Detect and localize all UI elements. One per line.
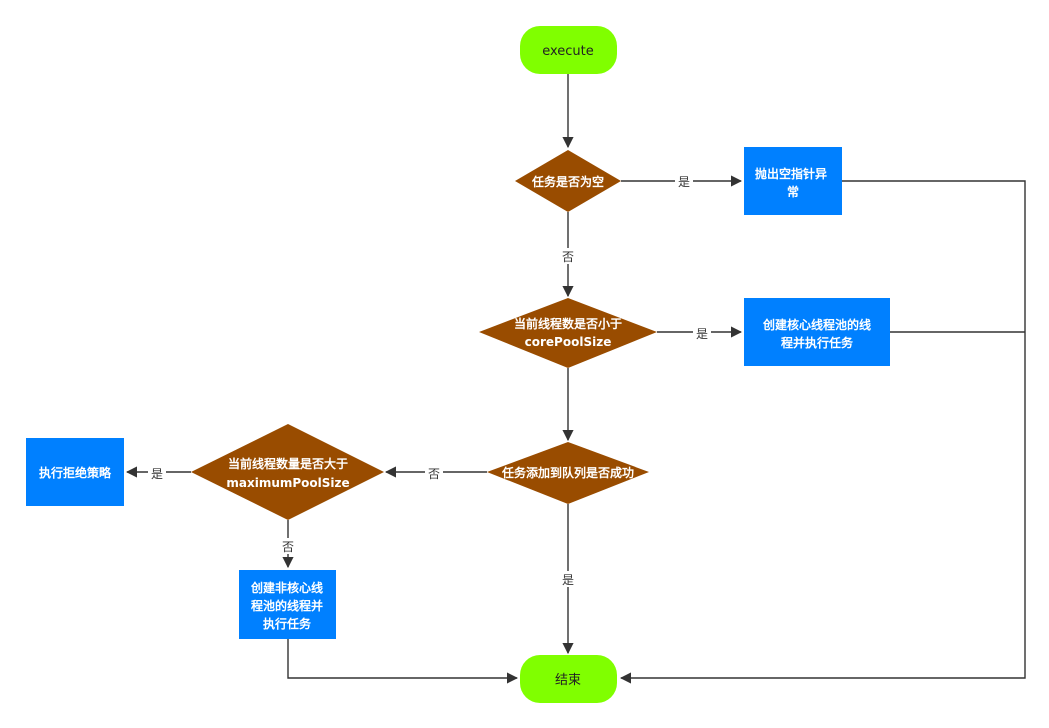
node-task-null[interactable]: 任务是否为空 [515, 150, 621, 212]
node-create-core[interactable]: 创建核心线程池的线 程并执行任务 [744, 298, 890, 366]
node-queue-ok-label: 任务添加到队列是否成功 [501, 465, 634, 480]
node-create-core-line-1: 创建核心线程池的线 [762, 317, 871, 332]
node-create-noncore[interactable]: 创建非核心线 程池的线程并 执行任务 [239, 570, 336, 639]
terminal-shape [520, 26, 617, 74]
node-reject[interactable]: 执行拒绝策略 [26, 438, 124, 506]
process-shape [744, 298, 890, 366]
process-shape [744, 147, 842, 215]
label-max-no: 否 [282, 540, 294, 554]
label-queue-no: 否 [428, 467, 440, 481]
node-lt-core-line-1: 当前线程数是否小于 [514, 316, 622, 331]
decision-shape [479, 298, 657, 368]
node-throw-npe[interactable]: 抛出空指针异 常 [744, 147, 842, 215]
node-end[interactable]: 结束 [520, 655, 617, 703]
node-lt-core-line-2: corePoolSize [525, 335, 612, 349]
node-throw-npe-line-1: 抛出空指针异 [755, 166, 827, 181]
edge-labels: 是 否 是 否 是 是 否 [148, 173, 711, 587]
node-gt-max-line-2: maximumPoolSize [226, 476, 349, 490]
edge-noncore-to-end [287, 639, 519, 684]
label-core-yes: 是 [696, 327, 708, 341]
decision-shape [515, 150, 621, 212]
node-create-noncore-line-1: 创建非核心线 [250, 580, 323, 595]
node-execute[interactable]: execute [520, 26, 617, 74]
decision-shape [191, 424, 384, 520]
label-null-no: 否 [562, 250, 574, 264]
node-create-noncore-line-2: 程池的线程并 [251, 598, 323, 613]
node-lt-core[interactable]: 当前线程数是否小于 corePoolSize [479, 298, 657, 368]
terminal-shape [520, 655, 617, 703]
node-throw-npe-line-2: 常 [787, 184, 799, 199]
label-max-yes: 是 [151, 467, 163, 481]
process-shape [239, 570, 336, 639]
node-gt-max-line-1: 当前线程数量是否大于 [228, 456, 348, 471]
label-null-yes: 是 [678, 175, 690, 189]
node-end-label: 结束 [555, 673, 581, 688]
node-gt-max[interactable]: 当前线程数量是否大于 maximumPoolSize [191, 424, 384, 520]
node-create-core-line-2: 程并执行任务 [781, 335, 854, 350]
node-queue-ok[interactable]: 任务添加到队列是否成功 [487, 442, 649, 504]
node-task-null-label: 任务是否为空 [531, 174, 604, 189]
label-queue-yes: 是 [562, 573, 574, 587]
edge-npe-to-trunk [619, 180, 1026, 684]
decision-shape [487, 442, 649, 504]
node-execute-label: execute [542, 44, 594, 59]
node-create-noncore-line-3: 执行任务 [263, 616, 312, 631]
process-shape [26, 438, 124, 506]
node-reject-label: 执行拒绝策略 [39, 465, 112, 480]
